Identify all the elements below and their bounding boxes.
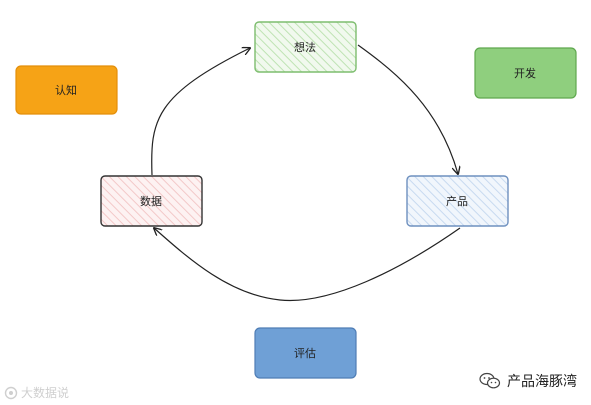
node-idea-box bbox=[254, 21, 357, 73]
node-evaluate-box bbox=[254, 327, 357, 379]
edge-data-to-idea bbox=[151, 48, 250, 176]
wechat-icon bbox=[479, 372, 501, 389]
node-product-label: 产品 bbox=[446, 194, 468, 208]
node-idea-label: 想法 bbox=[294, 40, 316, 54]
node-evaluate[interactable]: 评估 bbox=[254, 327, 357, 379]
node-evaluate-label: 评估 bbox=[294, 347, 316, 360]
node-cognition-box bbox=[15, 65, 118, 115]
node-data[interactable]: 数据 bbox=[100, 175, 203, 227]
node-product[interactable]: 产品 bbox=[406, 175, 509, 227]
node-idea[interactable]: 想法 bbox=[254, 21, 357, 73]
node-develop-label: 开发 bbox=[514, 66, 536, 80]
circle-logo-icon bbox=[4, 386, 18, 399]
watermark-left: 大数据说 bbox=[4, 384, 69, 401]
watermark-right-text: 产品海豚湾 bbox=[507, 374, 577, 390]
node-data-box bbox=[100, 175, 203, 227]
node-data-label: 数据 bbox=[140, 194, 162, 208]
edge-idea-to-product bbox=[357, 44, 458, 174]
watermark-left-text: 大数据说 bbox=[21, 386, 70, 400]
node-cognition[interactable]: 认知 bbox=[15, 65, 118, 115]
watermark-right: 产品海豚湾 bbox=[479, 371, 577, 391]
node-product-box bbox=[406, 175, 509, 227]
node-cognition-label: 认知 bbox=[55, 83, 77, 97]
edge-product-to-data bbox=[154, 228, 461, 302]
node-develop-box bbox=[474, 47, 577, 99]
node-develop[interactable]: 开发 bbox=[474, 47, 577, 99]
